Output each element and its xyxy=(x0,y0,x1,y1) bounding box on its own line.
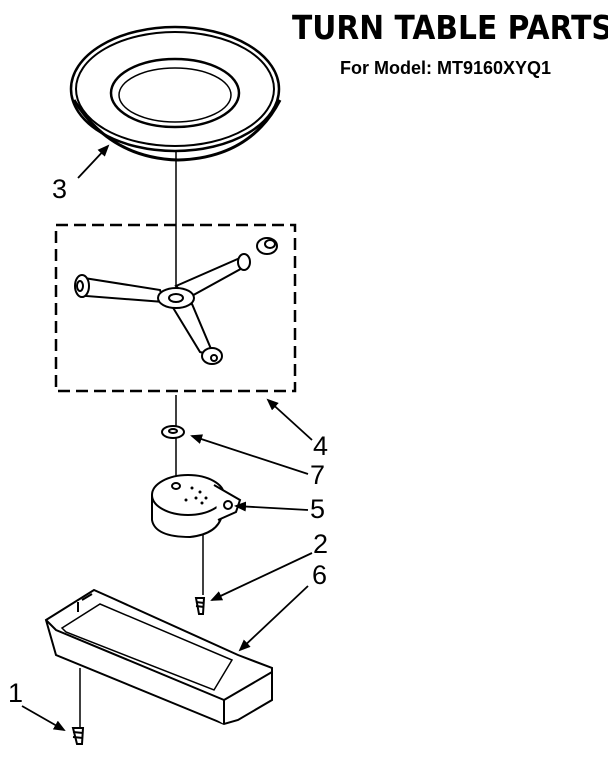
screw-part-2 xyxy=(196,598,204,614)
glass-tray-part xyxy=(71,27,280,160)
roller-support-part xyxy=(56,225,295,391)
callout-4: 4 xyxy=(313,431,329,461)
callout-6: 6 xyxy=(312,560,328,590)
callout-5: 5 xyxy=(310,494,326,524)
callout-1: 1 xyxy=(8,678,24,708)
motor-cover-part xyxy=(46,590,272,724)
model-prefix: For Model: xyxy=(340,58,432,78)
callout-leaders xyxy=(22,144,312,731)
page-title: TURN TABLE PARTS xyxy=(292,8,608,47)
callout-7: 7 xyxy=(310,460,326,490)
washer-part xyxy=(162,426,184,438)
motor-part xyxy=(152,475,240,537)
model-number: MT9160XYQ1 xyxy=(437,58,552,78)
callout-3: 3 xyxy=(52,174,68,204)
callout-2: 2 xyxy=(313,529,329,559)
screw-part-1 xyxy=(73,728,83,744)
model-subtitle: For Model: MT9160XYQ1 xyxy=(340,58,551,79)
